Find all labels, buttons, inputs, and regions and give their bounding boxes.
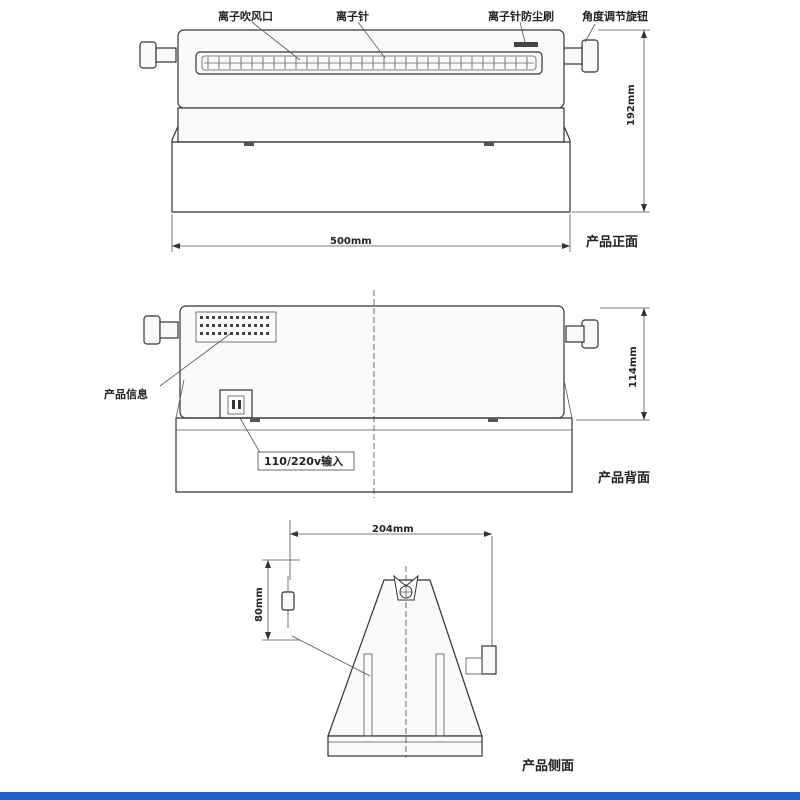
brush-tag xyxy=(514,42,538,47)
needle-leader xyxy=(357,21,386,59)
info-plate-dot xyxy=(248,316,251,319)
info-plate-dot xyxy=(236,316,239,319)
info-plate-dot xyxy=(236,324,239,327)
label-dust-brush: 离子针防尘刷 xyxy=(488,9,554,23)
back-bracket xyxy=(175,418,573,493)
info-plate-dot xyxy=(200,332,203,335)
power-label-box xyxy=(257,451,355,471)
side-view-title: 产品侧面 xyxy=(522,758,574,774)
back-view-title: 产品背面 xyxy=(598,470,650,486)
info-plate-dot xyxy=(260,324,263,327)
info-plate-dot xyxy=(254,316,257,319)
side-height-dim: 80mm xyxy=(254,587,265,622)
info-plate-dot xyxy=(218,316,221,319)
top-knob-icon xyxy=(393,574,419,601)
front-view: 离子吹风口 离子针 离子针防尘刷 角度调节旋钮 500mm 192mm 产品正面 xyxy=(139,9,650,252)
info-plate-dot xyxy=(260,332,263,335)
ion-needle-row xyxy=(204,57,534,69)
info-plate-dot xyxy=(230,324,233,327)
front-view-title: 产品正面 xyxy=(586,234,638,250)
info-plate-dot xyxy=(230,332,233,335)
info-plate-dot xyxy=(224,324,227,327)
front-bracket xyxy=(171,140,571,213)
info-plate-dot xyxy=(212,324,215,327)
side-knob-icon xyxy=(281,591,295,611)
back-housing xyxy=(179,305,565,419)
front-housing xyxy=(177,29,565,109)
info-plate-dot xyxy=(254,324,257,327)
info-leader xyxy=(159,333,231,387)
info-plate-dot xyxy=(206,316,209,319)
info-plate-dot xyxy=(224,316,227,319)
info-plate-dot xyxy=(242,316,245,319)
side-stand xyxy=(327,579,483,737)
info-plate-dot xyxy=(200,324,203,327)
brush-leader xyxy=(519,21,526,43)
info-plate-dot xyxy=(242,332,245,335)
label-ion-outlet: 离子吹风口 xyxy=(218,9,273,23)
power-leader xyxy=(239,417,263,457)
left-knob-icon xyxy=(139,41,177,69)
right-knob-icon xyxy=(561,39,599,73)
label-ion-needle: 离子针 xyxy=(336,9,369,23)
info-plate-dot xyxy=(218,324,221,327)
info-plate-dot xyxy=(254,332,257,335)
info-plate-dot xyxy=(224,332,227,335)
info-plate-dot xyxy=(260,316,263,319)
info-plate-dot xyxy=(200,316,203,319)
info-plate-dot xyxy=(266,316,269,319)
info-plate-dot xyxy=(230,316,233,319)
front-height-dim: 192mm xyxy=(626,84,637,126)
back-view: 产品信息 110/220v输入 114mm 产品背面 xyxy=(104,290,650,498)
front-width-dim: 500mm xyxy=(330,236,372,247)
side-width-dim: 204mm xyxy=(372,524,414,535)
info-plate-dot xyxy=(206,332,209,335)
product-info-plate xyxy=(195,311,277,343)
info-plate-dot xyxy=(248,324,251,327)
back-height-dim: 114mm xyxy=(628,346,639,388)
info-plate-dot xyxy=(266,324,269,327)
info-plate-dot xyxy=(266,332,269,335)
info-plate-dot xyxy=(212,332,215,335)
info-plate-dot xyxy=(236,332,239,335)
back-right-knob-icon xyxy=(565,319,599,349)
info-plate-dot xyxy=(218,332,221,335)
ion-outlet-slot xyxy=(195,51,543,75)
info-plate-dot xyxy=(212,316,215,319)
back-left-knob-icon xyxy=(143,315,179,345)
knob-leader xyxy=(584,23,596,43)
label-power-input: 110/220v输入 xyxy=(264,454,343,468)
outlet-leader xyxy=(251,21,301,61)
label-angle-knob: 角度调节旋钮 xyxy=(582,9,648,23)
label-product-info: 产品信息 xyxy=(104,387,148,401)
info-plate-dot xyxy=(248,332,251,335)
bottom-accent-bar xyxy=(0,792,800,800)
side-view: 204mm 80mm 产品侧面 xyxy=(254,520,574,774)
info-plate-dot xyxy=(206,324,209,327)
side-base xyxy=(327,735,483,757)
info-plate-dot xyxy=(242,324,245,327)
